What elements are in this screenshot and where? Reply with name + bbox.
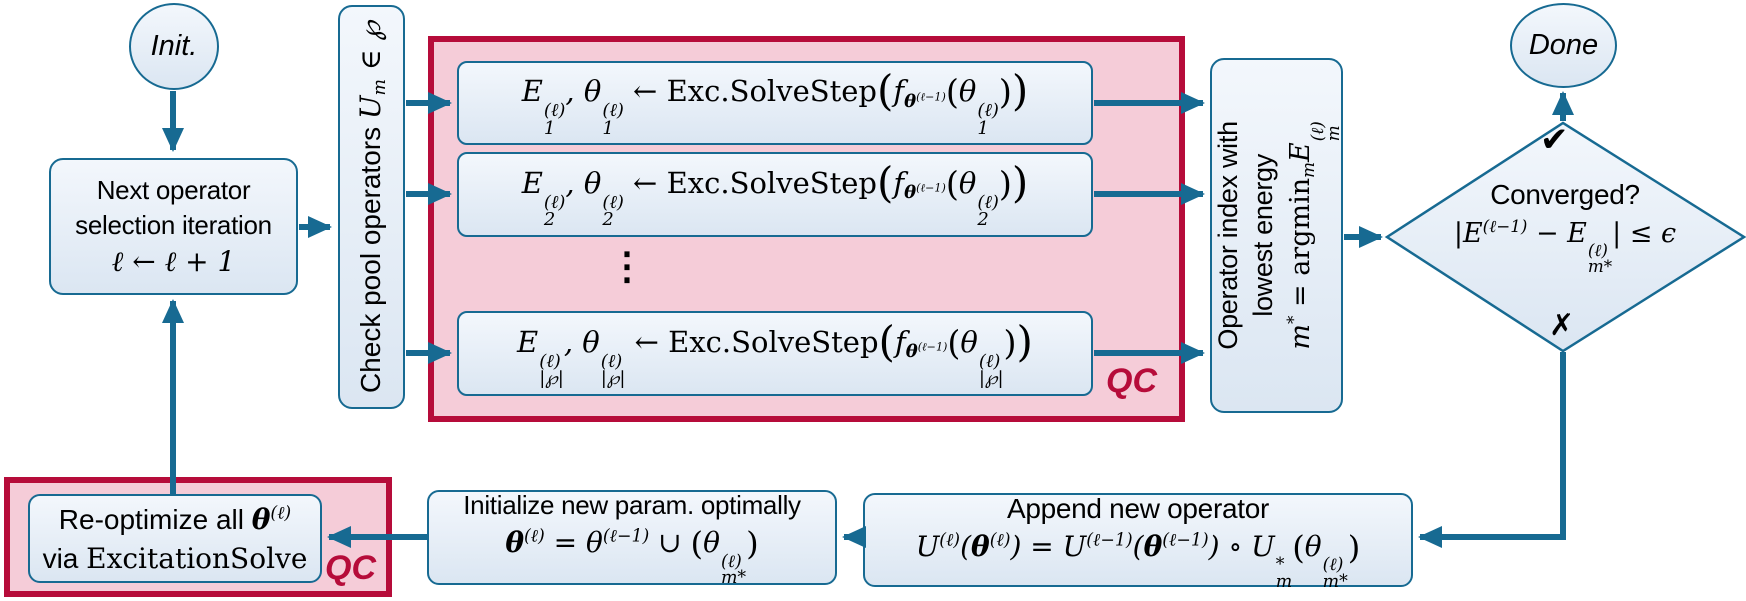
qc-row: E(ℓ)2, θ(ℓ)2 ← Exc.SolveStep(fθ(ℓ−1)(θ(ℓ… — [457, 152, 1093, 237]
qc-reoptimize-badge: QC — [325, 549, 376, 587]
converged-math: |E(ℓ−1) − E(ℓ)m*| ≤ ϵ — [1453, 215, 1677, 276]
init-params-box: Initialize new param. optimally θ(ℓ) = θ… — [427, 490, 837, 589]
argmin-math: m* = argminmE(ℓ)m — [1283, 121, 1344, 350]
init-terminal: Init. — [129, 3, 219, 90]
converged-yes-mark: ✔ — [1540, 120, 1569, 160]
done-terminal: Done — [1510, 3, 1617, 88]
reoptimize-box: Re-optimize all θ(ℓ) via ExcitationSolve — [28, 494, 322, 583]
qc-row-math: E(ℓ)2, θ(ℓ)2 ← Exc.SolveStep(fθ(ℓ−1)(θ(ℓ… — [521, 158, 1029, 231]
init-params-math: θ(ℓ) = θ(ℓ−1) ∪ (θ(ℓ)m*) — [505, 524, 759, 589]
next-iteration-line2: selection iteration — [75, 209, 272, 240]
converged-text: Converged? |E(ℓ−1) − E(ℓ)m*| ≤ ϵ — [1400, 176, 1730, 275]
append-operator-math: U(ℓ)(θ(ℓ)) = U(ℓ−1)(θ(ℓ−1)) ∘ U*m(θ(ℓ)m*… — [915, 528, 1361, 592]
next-iteration-line1: Next operator — [96, 174, 251, 205]
reoptimize-line1: Re-optimize all θ(ℓ) — [58, 502, 292, 536]
vertical-ellipsis: ⋮ — [608, 243, 646, 288]
append-operator-title: Append new operator — [1006, 492, 1270, 524]
append-operator-box: Append new operator U(ℓ)(θ(ℓ)) = U(ℓ−1)(… — [863, 492, 1413, 591]
converged-no-mark: ✗ — [1549, 308, 1575, 343]
qc-row-math: E(ℓ)1, θ(ℓ)1 ← Exc.SolveStep(fθ(ℓ−1)(θ(ℓ… — [521, 66, 1029, 139]
reoptimize-line2: via ExcitationSolve — [42, 541, 308, 575]
converged-diamond — [1384, 121, 1746, 353]
qc-main-badge: QC — [1106, 362, 1157, 400]
argmin-box — [1210, 58, 1343, 413]
next-iteration-math: ℓ ← ℓ + 1 — [111, 244, 236, 278]
qc-row: E(ℓ)|℘|, θ(ℓ)|℘| ← Exc.SolveStep(fθ(ℓ−1)… — [457, 311, 1093, 396]
init-label: Init. — [150, 30, 198, 62]
init-params-title: Initialize new param. optimally — [463, 490, 801, 521]
next-iteration-box: Next operator selection iteration ℓ ← ℓ … — [49, 158, 298, 295]
argmin-line2: lowest energy — [1248, 154, 1279, 317]
argmin-line1: Operator index with — [1213, 121, 1244, 350]
qc-row-math: E(ℓ)|℘|, θ(ℓ)|℘| ← Exc.SolveStep(fθ(ℓ−1)… — [517, 317, 1033, 390]
check-pool-box — [338, 5, 405, 409]
qc-row: E(ℓ)1, θ(ℓ)1 ← Exc.SolveStep(fθ(ℓ−1)(θ(ℓ… — [457, 61, 1093, 145]
done-label: Done — [1528, 29, 1599, 61]
check-pool-label: Check pool operators Um ∈ ℘ — [354, 20, 391, 394]
converged-question: Converged? — [1490, 179, 1640, 210]
